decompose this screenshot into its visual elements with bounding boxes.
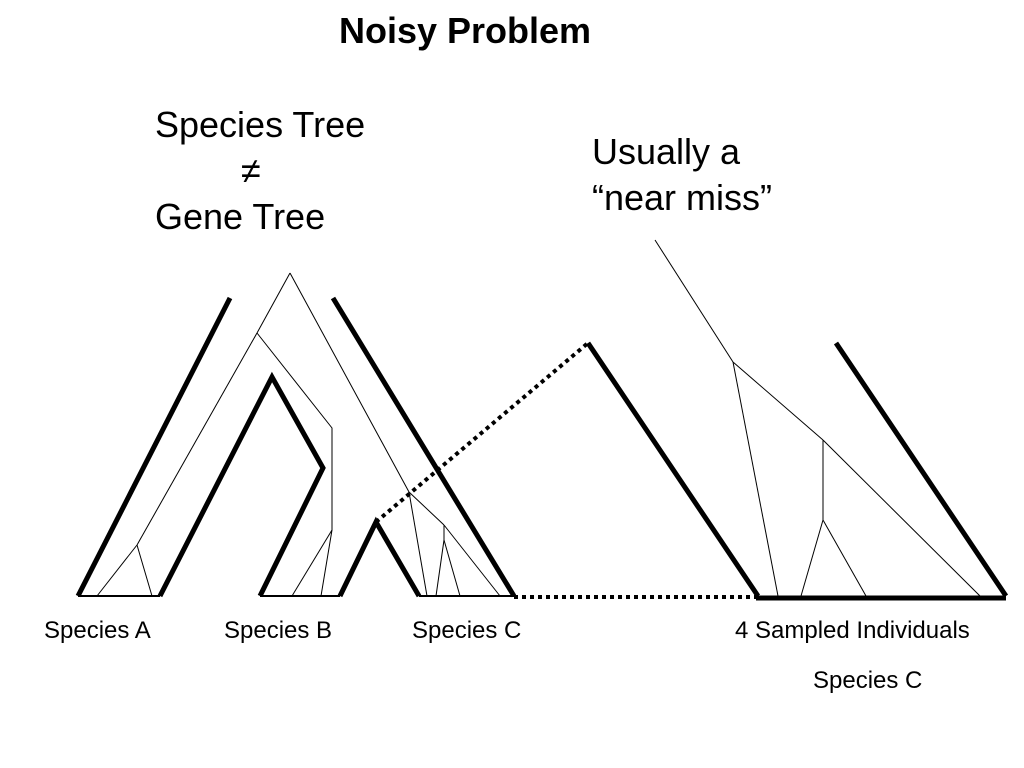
gene-root-right: [289, 272, 410, 493]
species-tree-right-edge: [330, 296, 517, 598]
zoomed-gene-left: [732, 361, 779, 597]
species-b-label: Species B: [224, 617, 333, 644]
gene-c-sub-right: [443, 524, 501, 597]
zoomed-gene-lineages: [654, 239, 981, 597]
zoomed-species-c: [585, 341, 1009, 601]
gene-b-stem: [256, 332, 333, 530]
species-tree-left-edge: [75, 296, 233, 598]
gene-a-stem: [136, 332, 258, 546]
gene-b-right: [320, 529, 333, 597]
species-c-label: Species C: [412, 617, 522, 644]
sampled-individuals-label: 4 Sampled Individuals: [735, 617, 970, 644]
gene-b-left: [291, 529, 333, 597]
note-line-near-miss: “near miss”: [592, 177, 773, 218]
note-line-species-tree: Species Tree: [155, 104, 366, 145]
species-tree: [75, 296, 517, 598]
zoom-connectors: [374, 341, 758, 599]
gene-c-right: [408, 491, 445, 526]
note-line-not-equal: ≠: [241, 150, 261, 191]
species-tree-ab-inner-edge: [157, 371, 326, 598]
zoomed-gene-right: [732, 361, 824, 441]
gene-a-left: [96, 544, 138, 597]
note-line-gene-tree: Gene Tree: [155, 196, 326, 237]
zoomed-gene-mid-right: [822, 519, 867, 597]
species-tree-bc-inner-edge: [337, 516, 422, 598]
gene-c-sub-mid-right: [443, 539, 461, 597]
zoomed-gene-incoming: [654, 239, 734, 363]
species-a-label: Species A: [44, 617, 151, 644]
species-c-zoom-label: Species C: [813, 667, 923, 694]
gene-a-right: [136, 544, 153, 597]
zoom-connector-top: [374, 341, 590, 524]
near-miss-note: Usually a “near miss”: [592, 129, 772, 221]
zoomed-c-left-edge: [585, 341, 761, 598]
note-line-usually: Usually a: [592, 131, 741, 172]
gene-c-left: [408, 491, 428, 597]
zoomed-gene-far-right: [822, 439, 981, 597]
zoomed-gene-mid-left: [800, 519, 824, 597]
zoomed-c-right-edge: [833, 341, 1009, 598]
species-vs-gene-tree-note: Species Tree ≠ Gene Tree: [155, 102, 365, 240]
slide-title: Noisy Problem: [338, 10, 592, 51]
gene-c-sub-left: [435, 539, 445, 597]
gene-tree: [96, 272, 501, 597]
gene-root-left: [256, 272, 291, 334]
